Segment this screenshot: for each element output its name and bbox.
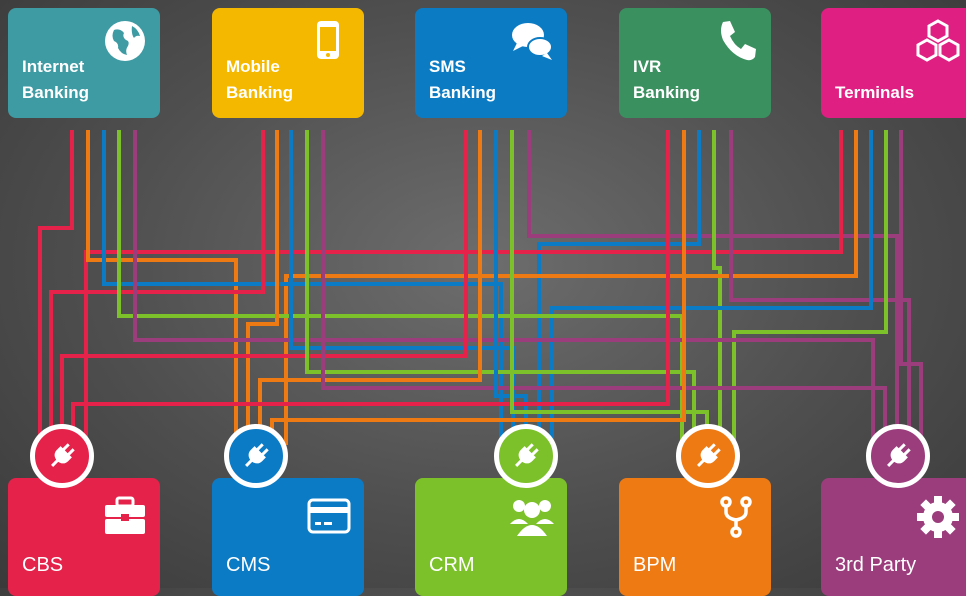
wire — [133, 130, 875, 445]
chat-bubbles-icon — [512, 23, 553, 60]
crm-connector-hub[interactable] — [494, 424, 558, 488]
cms-connector-hub[interactable] — [224, 424, 288, 488]
cubes-icon — [916, 19, 960, 62]
system-label: CRM — [429, 554, 475, 576]
system-label: BPM — [633, 554, 677, 576]
branch-icon — [720, 496, 752, 538]
crm-tile[interactable]: CRM — [415, 478, 567, 596]
bpm-connector-hub[interactable] — [676, 424, 740, 488]
terminals-tile[interactable]: Terminals — [821, 8, 966, 118]
channel-label: Terminals — [835, 83, 915, 102]
wire — [71, 130, 670, 445]
wire — [550, 130, 873, 445]
wire — [84, 130, 843, 445]
plug-icon — [245, 443, 269, 467]
users-icon — [510, 500, 554, 536]
wire — [729, 130, 911, 445]
system-label: 3rd Party — [835, 554, 917, 576]
wire — [258, 130, 482, 445]
wire — [86, 130, 238, 445]
gear-icon — [917, 496, 959, 538]
wire — [732, 130, 888, 445]
wire — [60, 130, 468, 445]
plug-icon — [515, 443, 539, 467]
plug-icon — [887, 443, 911, 467]
cbs-connector-hub[interactable] — [30, 424, 94, 488]
third-party-tile[interactable]: 3rd Party — [821, 478, 966, 596]
system-label: CMS — [226, 554, 271, 576]
wire — [537, 130, 701, 445]
phone-icon — [721, 21, 756, 61]
plug-icon — [697, 443, 721, 467]
wire — [899, 130, 923, 445]
wire — [246, 130, 279, 445]
wire — [305, 130, 696, 445]
wire — [321, 130, 887, 445]
plug-icon — [51, 443, 75, 467]
wire — [712, 130, 722, 445]
wire — [102, 130, 503, 445]
credit-card-icon — [307, 498, 351, 534]
globe-icon — [105, 21, 145, 61]
wire — [38, 130, 74, 445]
wire — [117, 130, 684, 445]
wire — [49, 130, 265, 445]
wire — [284, 130, 858, 445]
cms-tile[interactable]: CMS — [212, 478, 364, 596]
system-label: CBS — [22, 554, 64, 576]
wire — [510, 130, 709, 445]
smartphone-icon — [317, 21, 339, 59]
third-party-connector-hub[interactable] — [866, 424, 930, 488]
bpm-tile[interactable]: BPM — [619, 478, 771, 596]
cbs-tile[interactable]: CBS — [8, 478, 160, 596]
briefcase-icon — [105, 496, 145, 534]
